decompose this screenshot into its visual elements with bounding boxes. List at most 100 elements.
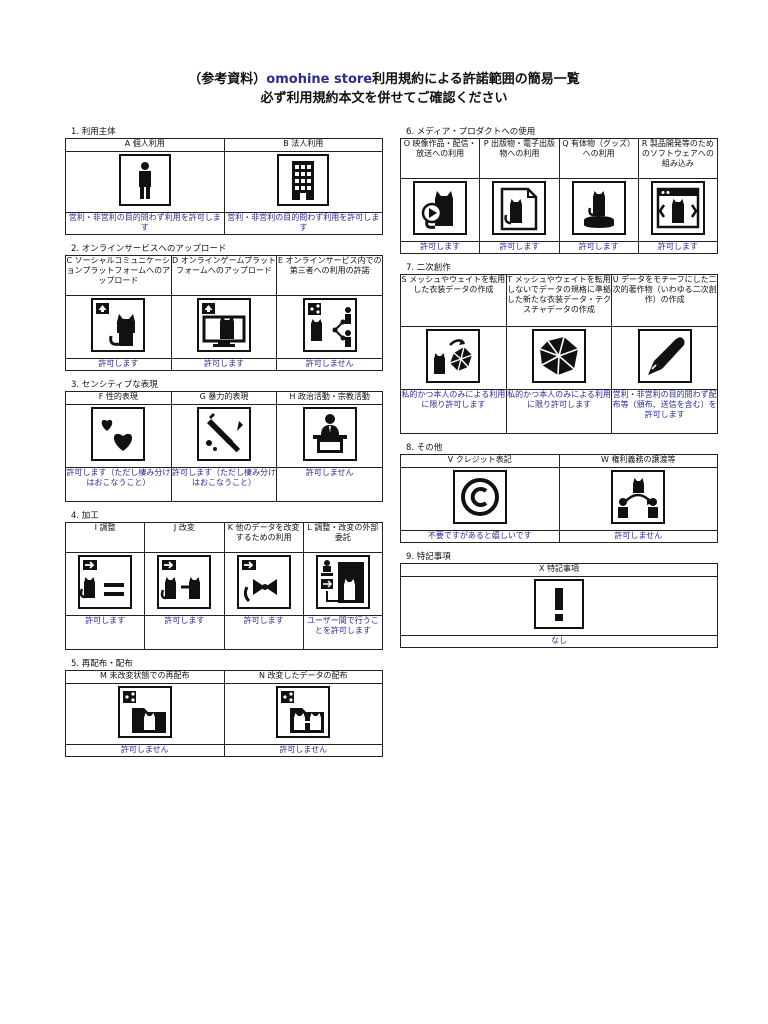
- item-result: ユーザー間で行うことを許可します: [302, 615, 384, 650]
- item-label: O 映像作品・配信・放送への利用: [399, 138, 481, 179]
- section-sensitive-expression: 3. センシティブな表現 F 性的表現 G 暴力的表現 H 政治活動・宗教活動 …: [65, 379, 383, 502]
- share-people-icon: [302, 298, 357, 352]
- item-result: 許可します: [64, 615, 146, 650]
- left-column: 1. 利用主体 A 個人利用 B 法人利用 営利・非営利の目的問わず利用を許可し…: [64, 126, 384, 765]
- item-result: 許可しません: [223, 744, 383, 757]
- upload-monitor-icon: [196, 298, 251, 352]
- section-table: V クレジット表記 W 権利義務の譲渡等 不要ですがあると嬉しいです 許可しませ…: [400, 454, 718, 543]
- section-title: 6. メディア・プロダクトへの使用: [406, 127, 536, 137]
- item-label: A 個人利用: [65, 138, 225, 152]
- item-label: J 改変: [144, 522, 225, 553]
- item-label: H 政治活動・宗教活動: [276, 391, 383, 405]
- transfer-icon: [611, 470, 666, 524]
- item-label: M 未改変状態での再配布: [65, 670, 225, 684]
- ribbon-icon: [236, 555, 291, 609]
- item-result: 許可しません: [276, 358, 383, 371]
- item-label: T メッシュやウェイトを転用しないでデータの規格に準拠した新たな衣装データ・テク…: [505, 274, 613, 327]
- item-label: G 暴力的表現: [170, 391, 278, 405]
- building-icon: [277, 154, 330, 206]
- publication-icon: [492, 181, 547, 235]
- section-other: 8. その他 V クレジット表記 W 権利義務の譲渡等 不要ですがあると嬉しいで…: [400, 442, 718, 543]
- exclamation-icon: [534, 579, 584, 629]
- distribute-modified-icon: [276, 686, 331, 738]
- item-result: 許可します（ただし棲み分けはおこなうこと）: [170, 467, 278, 502]
- section-title: 5. 再配布・配布: [71, 659, 133, 669]
- section-table: O 映像作品・配信・放送への利用 P 出版物・電子出版物への利用 Q 有体物（グ…: [399, 138, 719, 254]
- item-result: 許可しません: [276, 467, 383, 502]
- item-result: 私的かつ本人のみによる利用に限り許可します: [400, 389, 507, 434]
- item-label: N 改変したデータの配布: [223, 670, 383, 684]
- section-title: 7. 二次創作: [406, 263, 451, 273]
- item-result: 許可します: [399, 241, 481, 254]
- video-icon: [413, 181, 468, 235]
- person-icon: [118, 154, 171, 206]
- section-title: 3. センシティブな表現: [71, 380, 158, 390]
- item-label: R 製品開発等のためのソフトウェアへの組み込み: [637, 138, 719, 179]
- hearts-icon: [91, 407, 146, 461]
- item-result: 営利・非営利の目的問わず利用を許可します: [223, 212, 383, 235]
- mesh-cat-icon: [426, 329, 481, 383]
- section-table: C ソーシャルコミュニケーションプラットフォームへのアップロード D オンライン…: [65, 255, 383, 371]
- item-result: 許可します: [479, 241, 560, 254]
- knife-icon: [196, 407, 251, 461]
- section-processing: 4. 加工 I 調整 J 改変 K 他のデータを改変するための利用 L 調整・改…: [64, 510, 384, 650]
- item-label: F 性的表現: [65, 391, 172, 405]
- item-label: L 調整・改変の外部委託: [302, 522, 384, 553]
- item-label: K 他のデータを改変するための利用: [223, 522, 304, 553]
- podium-icon: [302, 407, 357, 461]
- outsource-icon: [315, 555, 370, 609]
- section-table: M 未改変状態での再配布 N 改変したデータの配布 許可しません 許可しません: [65, 670, 383, 757]
- item-label: B 法人利用: [223, 138, 383, 152]
- item-result: 営利・非営利の目的問わず利用を許可します: [65, 212, 225, 235]
- section-title: 2. オンラインサービスへのアップロード: [71, 244, 227, 254]
- section-title: 4. 加工: [71, 511, 99, 521]
- item-label: S メッシュやウェイトを転用した衣装データの作成: [400, 274, 507, 327]
- section-table: A 個人利用 B 法人利用 営利・非営利の目的問わず利用を許可します 営利・非営…: [65, 138, 383, 235]
- page-title: （参考資料）omohine store利用規約による許諾範囲の簡易一覧: [0, 70, 768, 89]
- page-subtitle: 必ず利用規約本文を併せてご確認ください: [260, 91, 508, 106]
- item-result: 許可しません: [558, 530, 718, 543]
- mesh-icon: [531, 329, 586, 383]
- section-usage-subject: 1. 利用主体 A 個人利用 B 法人利用 営利・非営利の目的問わず利用を許可し…: [65, 126, 383, 235]
- pen-icon: [637, 329, 692, 383]
- upload-cat-icon: [91, 298, 146, 352]
- item-label: I 調整: [64, 522, 146, 553]
- section-table: S メッシュやウェイトを転用した衣装データの作成 T メッシュやウェイトを転用し…: [400, 274, 718, 434]
- item-result: 許可します（ただし棲み分けはおこなうこと）: [65, 467, 172, 502]
- section-table: F 性的表現 G 暴力的表現 H 政治活動・宗教活動 許可します（ただし棲み分け…: [65, 391, 383, 502]
- item-label: C ソーシャルコミュニケーションプラットフォームへのアップロード: [65, 255, 172, 296]
- item-result: 許可します: [223, 615, 304, 650]
- section-title: 1. 利用主体: [71, 127, 116, 137]
- item-result: 許可します: [144, 615, 225, 650]
- item-result: 許可します: [65, 358, 172, 371]
- item-result: なし: [400, 635, 718, 648]
- copyright-icon: [452, 470, 507, 524]
- right-column: 6. メディア・プロダクトへの使用 O 映像作品・配信・放送への利用 P 出版物…: [399, 126, 719, 656]
- title-prefix: （参考資料）: [188, 72, 267, 87]
- item-label: P 出版物・電子出版物への利用: [479, 138, 560, 179]
- section-title: 9. 特記事項: [406, 552, 451, 562]
- modify-icon: [157, 555, 212, 609]
- redistribute-icon: [117, 686, 172, 738]
- adjust-icon: [78, 555, 133, 609]
- figure-icon: [571, 181, 626, 235]
- software-icon: [650, 181, 705, 235]
- document-header: （参考資料）omohine store利用規約による許諾範囲の簡易一覧 必ず利用…: [0, 70, 768, 108]
- item-result: 私的かつ本人のみによる利用に限り許可します: [505, 389, 613, 434]
- item-result: 許可します: [637, 241, 719, 254]
- item-result: 営利・非営利の目的問わず配布等（頒布、送信を含む）を許可します: [611, 389, 718, 434]
- title-brand: omohine store: [266, 72, 373, 87]
- title-suffix: 利用規約による許諾範囲の簡易一覧: [372, 72, 580, 87]
- section-table: I 調整 J 改変 K 他のデータを改変するための利用 L 調整・改変の外部委託: [64, 522, 384, 650]
- item-result: 不要ですがあると嬉しいです: [400, 530, 560, 543]
- section-table: X 特記事項 なし: [400, 563, 718, 648]
- item-result: 許可します: [558, 241, 639, 254]
- section-media-product: 6. メディア・プロダクトへの使用 O 映像作品・配信・放送への利用 P 出版物…: [399, 126, 719, 254]
- section-derivative-works: 7. 二次創作 S メッシュやウェイトを転用した衣装データの作成 T メッシュや…: [400, 262, 718, 434]
- item-label: V クレジット表記: [400, 454, 560, 468]
- item-label: W 権利義務の譲渡等: [558, 454, 718, 468]
- item-label: U データをモチーフにした二次的著作物（いわゆる二次創作）の作成: [611, 274, 718, 327]
- item-label: D オンラインゲームプラットフォームへのアップロード: [170, 255, 278, 296]
- item-label: X 特記事項: [400, 563, 718, 577]
- section-redistribution: 5. 再配布・配布 M 未改変状態での再配布 N 改変したデータの配布 許可しま…: [65, 658, 383, 757]
